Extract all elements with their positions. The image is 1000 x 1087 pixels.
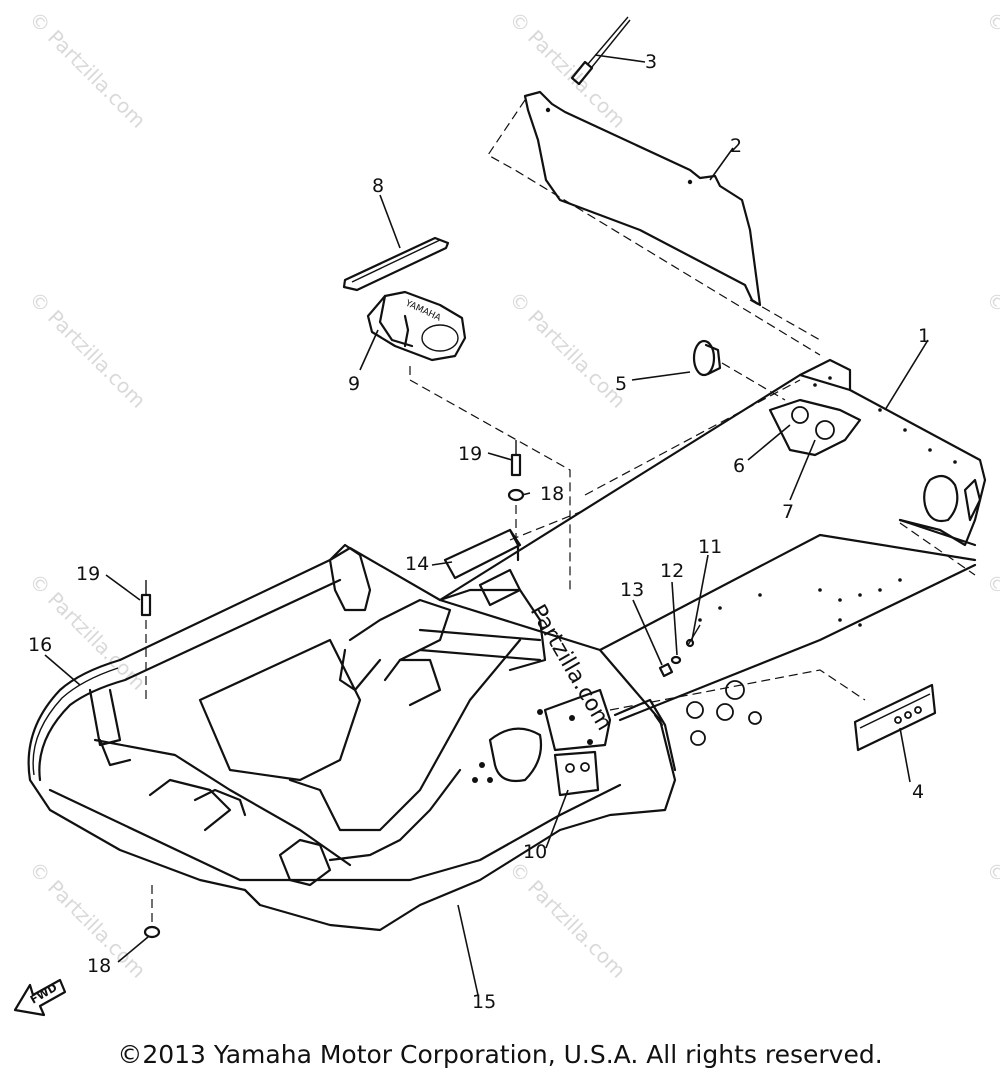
part-3-rivet <box>570 16 631 86</box>
part-16-bumper-edge <box>32 667 119 776</box>
part-19-rivet-left <box>140 580 152 700</box>
watermark: © Partzilla.com <box>981 569 1000 695</box>
watermark: © Partzilla.com <box>981 7 1000 133</box>
callout-14: 14 <box>405 553 429 575</box>
part-15-chassis <box>27 543 677 932</box>
callout-12: 12 <box>660 560 684 582</box>
callout-10: 10 <box>523 841 547 863</box>
part-1-frame <box>438 358 987 746</box>
part-11-screw <box>685 624 701 648</box>
callout-6: 6 <box>733 455 745 477</box>
part-14-bracket <box>443 528 522 607</box>
callout-18-lower: 18 <box>87 955 111 977</box>
callout-15: 15 <box>472 991 496 1013</box>
watermark: © Partzilla.com <box>504 857 630 983</box>
callout-19-left: 19 <box>76 563 100 585</box>
watermark: © Partzilla.com <box>981 287 1000 413</box>
part-13-nut <box>658 662 674 678</box>
part-19-rivet-upper <box>510 440 522 477</box>
leader-lines <box>44 54 929 996</box>
callout-8: 8 <box>372 175 384 197</box>
callout-4: 4 <box>912 781 924 803</box>
callout-13: 13 <box>620 579 644 601</box>
part-10-bracket <box>553 750 600 797</box>
watermark: © Partzilla.com <box>24 7 150 133</box>
callout-19-upper: 19 <box>458 443 482 465</box>
copyright-notice: ©2013 Yamaha Motor Corporation, U.S.A. A… <box>117 1040 883 1069</box>
callout-labels: 1 2 3 4 5 6 7 8 9 10 11 12 13 14 15 16 1… <box>28 51 930 1013</box>
part-8-strap <box>342 236 450 292</box>
callout-16: 16 <box>28 634 52 656</box>
callout-3: 3 <box>645 51 657 73</box>
callout-1: 1 <box>918 325 930 347</box>
callout-5: 5 <box>615 373 627 395</box>
callout-9: 9 <box>348 373 360 395</box>
frame-rivet-dots <box>698 376 957 627</box>
fwd-arrow: FWD <box>13 978 67 1017</box>
watermark: © Partzilla.com <box>504 287 630 413</box>
callout-11: 11 <box>698 536 722 558</box>
watermark: © Partzilla.com <box>24 287 150 413</box>
part-2-panel <box>487 90 821 356</box>
callout-2: 2 <box>730 135 742 157</box>
watermark: © Partzilla.com <box>981 857 1000 983</box>
part-4-decal <box>853 683 937 752</box>
callout-7: 7 <box>782 501 794 523</box>
svg-text:YAMAHA: YAMAHA <box>403 298 443 324</box>
part-12-washer <box>670 655 682 665</box>
center-watermark: Partzilla.com <box>525 601 617 735</box>
part-5-grommet <box>692 339 786 401</box>
callout-18-upper: 18 <box>540 483 564 505</box>
watermark-group: © Partzilla.com © Partzilla.com © Partzi… <box>24 7 1000 983</box>
part-18-washer-lower <box>143 885 161 939</box>
